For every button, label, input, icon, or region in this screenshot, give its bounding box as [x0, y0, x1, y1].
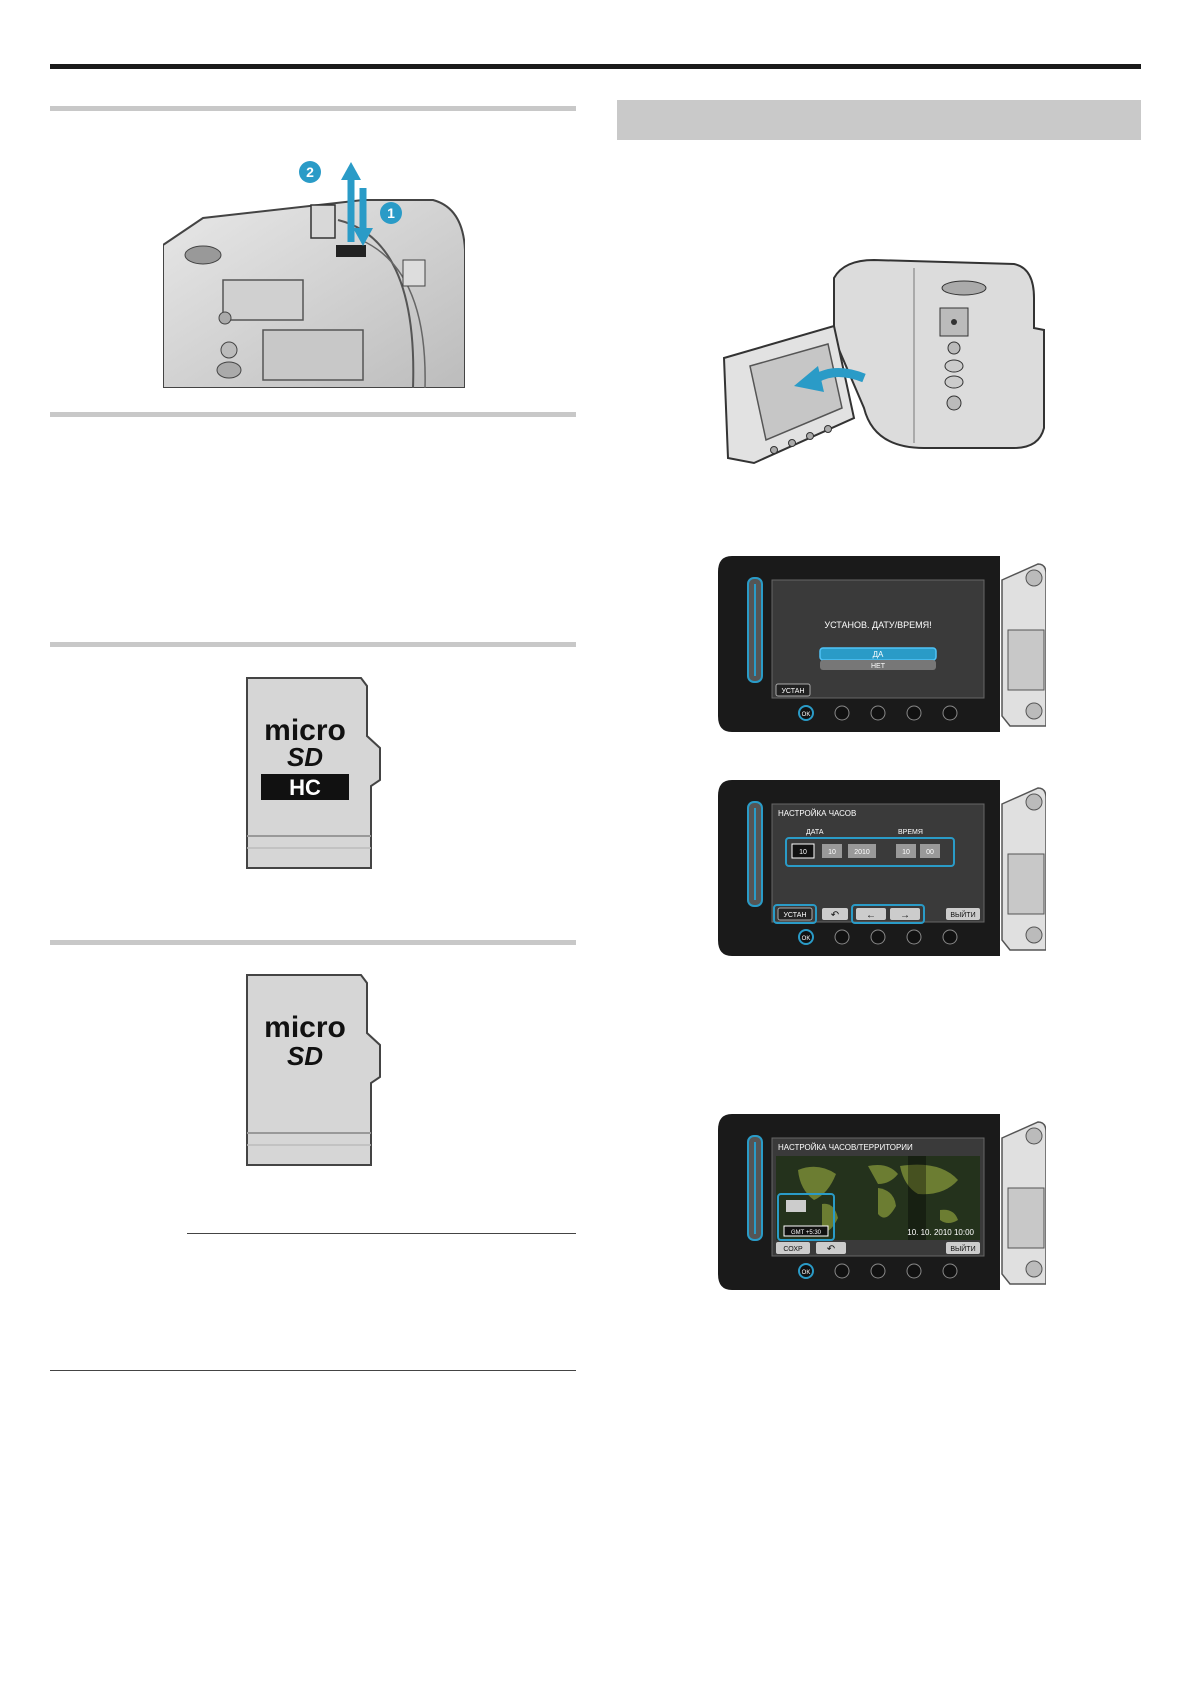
callout-2-text: 2	[306, 164, 314, 180]
screen1-ok-label: OK	[802, 712, 811, 718]
card-slot-illustration: 2 1	[163, 161, 465, 388]
screen1-message: УСТАНОВ. ДАТУ/ВРЕМЯ!	[824, 620, 931, 630]
screen3-datetime: 10. 10. 2010 10:00	[907, 1228, 974, 1237]
screen2-year-field[interactable]: 2010	[854, 849, 870, 856]
callout-1-text: 1	[387, 205, 395, 221]
screen3-save-button[interactable]: СОХР	[783, 1246, 803, 1253]
screen2-month-field[interactable]: 10	[828, 849, 836, 856]
screen2-right-arrow-button[interactable]: →	[900, 910, 910, 921]
top-rule	[50, 64, 1141, 69]
section-rule-4	[50, 940, 576, 945]
camera-lcd-screen-3: НАСТРОЙКА ЧАСОВ/ТЕРРИТОРИИ GMT +5:30 10.…	[718, 1114, 1046, 1290]
screen3-zone-field[interactable]: GMT +5:30	[791, 1230, 822, 1236]
end-rule	[50, 1370, 576, 1371]
screen2-set-button[interactable]: УСТАН	[783, 912, 806, 919]
screen3-back-button[interactable]: ↶	[827, 1244, 835, 1255]
sd-logo-text-2: SD	[287, 1041, 323, 1071]
screen2-hour-field[interactable]: 10	[902, 849, 910, 856]
micro-logo-text: micro	[264, 714, 346, 747]
screen2-ok-label: OK	[802, 936, 811, 942]
microsd-card-illustration: micro SD	[246, 974, 381, 1166]
screen2-left-arrow-button[interactable]: ←	[866, 910, 876, 921]
callout-1-badge	[380, 202, 402, 224]
hc-logo-text: HC	[289, 775, 321, 800]
micro-logo-text-2: micro	[264, 1011, 346, 1044]
camcorder-open-lcd-illustration	[722, 258, 1045, 465]
screen2-minute-field[interactable]: 00	[926, 849, 934, 856]
camera-lcd-screen-2: НАСТРОЙКА ЧАСОВ ДАТА ВРЕМЯ 10 10 2010 10…	[718, 780, 1046, 956]
screen1-set-button[interactable]: УСТАН	[781, 688, 804, 695]
camera-lcd-screen-1: УСТАНОВ. ДАТУ/ВРЕМЯ! ДА НЕТ УСТАН OK	[718, 556, 1046, 732]
section-header-bar	[617, 100, 1141, 140]
microsdhc-card-illustration: micro SD HC	[246, 677, 381, 869]
note-rule	[187, 1233, 576, 1234]
screen2-day-field[interactable]: 10	[799, 849, 807, 856]
section-rule-2	[50, 412, 576, 417]
screen2-title: НАСТРОЙКА ЧАСОВ	[778, 809, 856, 818]
screen2-date-label: ДАТА	[806, 829, 824, 836]
section-rule-1	[50, 106, 576, 111]
screen3-exit-button[interactable]: ВЫЙТИ	[950, 1244, 975, 1253]
screen1-yes-option[interactable]: ДА	[873, 650, 884, 659]
screen3-title: НАСТРОЙКА ЧАСОВ/ТЕРРИТОРИИ	[778, 1143, 913, 1152]
screen2-time-label: ВРЕМЯ	[898, 829, 923, 836]
screen1-no-option[interactable]: НЕТ	[871, 663, 886, 670]
screen3-ok-label: OK	[802, 1270, 811, 1276]
callout-2-badge	[299, 161, 321, 183]
section-rule-3	[50, 642, 576, 647]
sd-logo-text: SD	[287, 742, 323, 772]
screen2-exit-button[interactable]: ВЫЙТИ	[950, 910, 975, 919]
screen2-back-button[interactable]: ↶	[831, 910, 839, 921]
